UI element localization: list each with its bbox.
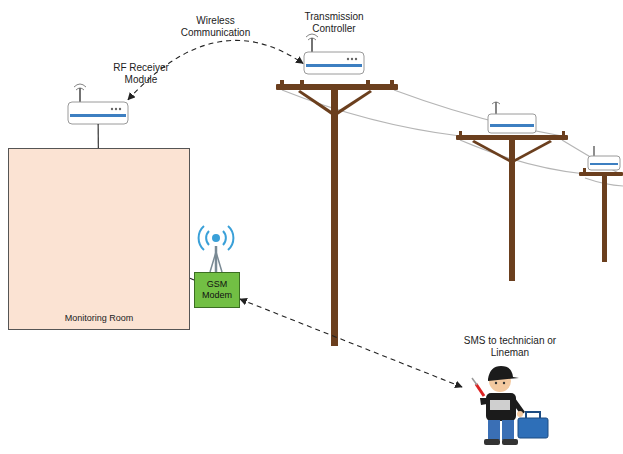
node-label: GSM Modem (197, 279, 237, 301)
technician-figure-part (484, 439, 500, 445)
technician-figure-part (518, 418, 548, 438)
power-wires-part (394, 90, 562, 136)
router-icon-part (111, 108, 113, 110)
technician-figure-part (502, 420, 514, 440)
utility-pole-part (579, 172, 623, 176)
node-label: Monitoring Room (9, 313, 189, 324)
utility-pole-part (513, 140, 552, 163)
router-icon-part (306, 64, 362, 67)
router-icon-part (490, 124, 534, 127)
utility-pole (456, 131, 568, 281)
utility-pole (579, 168, 623, 262)
utility-pole-part (390, 80, 394, 85)
technician-figure-part (517, 411, 523, 417)
technician-figure (472, 366, 548, 445)
gsm-antenna-part (199, 226, 234, 250)
gsm-antenna-part (210, 252, 222, 272)
router-icon-part (492, 102, 500, 104)
monitoring-room: Monitoring Room (8, 148, 190, 330)
router-icon-part (588, 156, 620, 170)
rf-receiver: RF Receiver Module (68, 88, 128, 124)
utility-pole-part (456, 135, 568, 140)
router-icon-part (304, 52, 364, 74)
technician-figure-part (488, 420, 500, 440)
router-icon-part (347, 58, 349, 60)
router-icon-part (68, 102, 128, 124)
technician-figure-part (526, 412, 540, 418)
receiver-cable (98, 124, 99, 148)
utility-pole-part (509, 135, 515, 281)
power-wires-part (282, 90, 460, 136)
router-icon-part (311, 38, 313, 52)
utility-pole-part (562, 131, 565, 135)
transmission-controller: Transmission Controller (303, 38, 365, 76)
utility-pole-part (583, 168, 586, 172)
technician-figure-part (503, 382, 505, 384)
router-icon (304, 34, 364, 74)
utility-pole-part (276, 84, 398, 90)
technician-figure-part (486, 393, 516, 421)
gsm-antenna (199, 226, 234, 272)
utility-pole-part (366, 80, 370, 85)
utility-pole (276, 80, 398, 346)
utility-pole-part (331, 84, 338, 346)
utility-pole-part (336, 90, 372, 116)
utility-pole-part (602, 172, 607, 262)
router-icon-part (70, 114, 126, 117)
utility-pole-part (300, 80, 304, 85)
gsm-antenna-part (213, 235, 219, 241)
utility-pole-part (472, 140, 511, 163)
router-icon-part (355, 58, 357, 60)
power-wires-part (562, 140, 620, 174)
router-icon-part (74, 84, 86, 90)
router-icon-part (351, 58, 353, 60)
utility-pole-part (298, 90, 333, 116)
router-icon (488, 102, 536, 133)
router-icon-part (306, 34, 318, 40)
technician: SMS to technician or Lineman (462, 362, 558, 450)
technician-figure-part (480, 398, 487, 405)
technician-figure-part (476, 384, 484, 396)
utility-pole-part (280, 80, 284, 85)
technician-figure-part (472, 378, 477, 385)
router-icon-part (495, 102, 496, 114)
technician-figure-part (502, 439, 518, 445)
technician-figure-part (495, 382, 497, 384)
gsm-modem: GSM Modem (194, 272, 240, 308)
utility-pole-part (459, 131, 462, 135)
edge-label: Wireless Communication (178, 15, 254, 39)
router-icon-part (119, 108, 121, 110)
technician-figure-part (490, 400, 510, 410)
router-icon (588, 146, 620, 170)
router-icon-part (593, 146, 594, 156)
node-heading: RF Receiver Module (106, 62, 176, 86)
router-icon-part (79, 88, 81, 102)
router-icon-part (590, 163, 618, 165)
node-heading: Transmission Controller (293, 11, 375, 35)
technician-figure-part (488, 366, 519, 381)
sms-link (240, 299, 462, 387)
router-icon (68, 84, 128, 124)
node-heading: SMS to technician or Lineman (460, 335, 560, 359)
router-icon-part (115, 108, 117, 110)
power-wires-part (460, 140, 585, 174)
gsm-antenna-part (206, 231, 226, 245)
router-icon-part (488, 114, 536, 133)
